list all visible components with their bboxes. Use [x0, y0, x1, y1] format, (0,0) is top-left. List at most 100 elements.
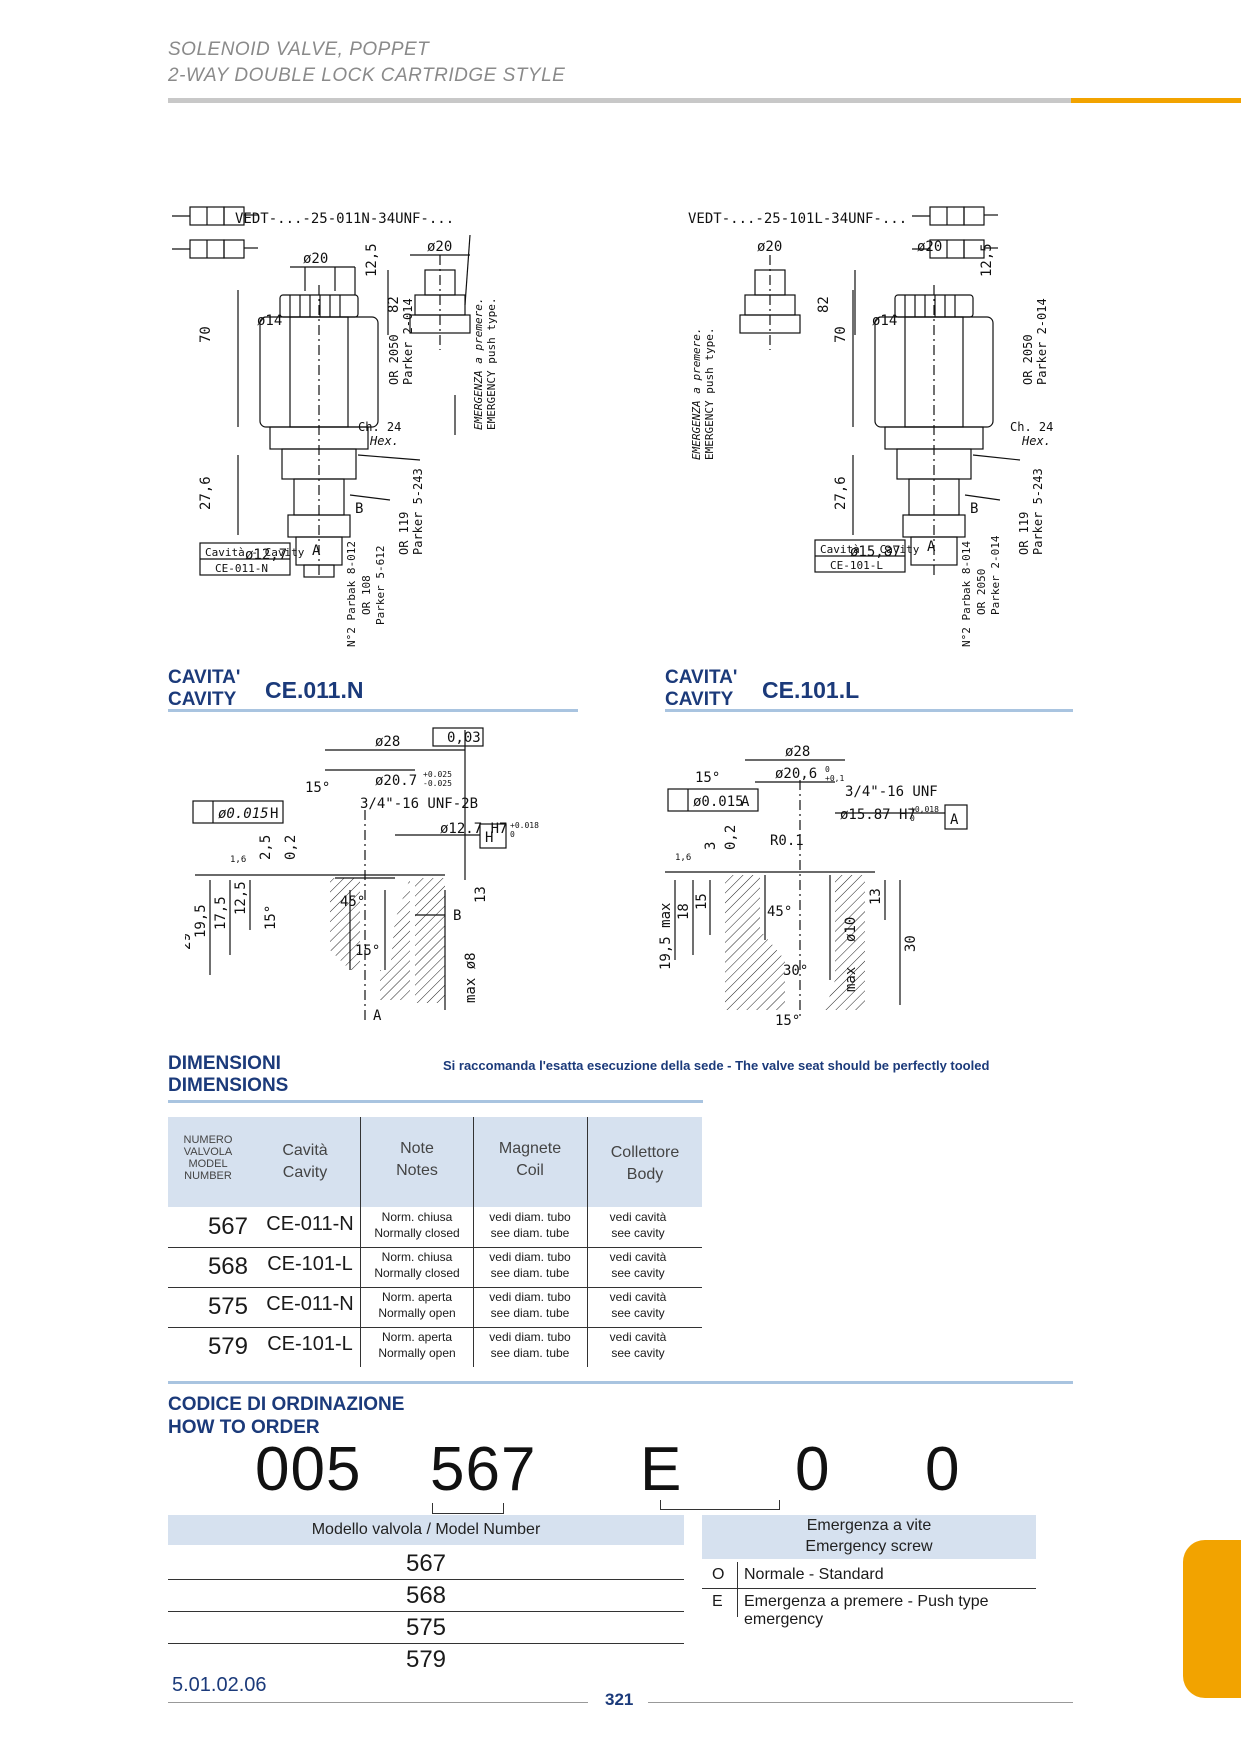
cav-left-ref-h: H [270, 806, 278, 822]
cavity-left-label2: CAVITY [168, 689, 237, 710]
emergency-right: EMERGENCY push type. [703, 328, 716, 460]
header-model-l2: VALVOLA [183, 1146, 233, 1158]
dim-12-5-right: 12,5 [979, 243, 995, 277]
row-cavity: CE-011-N [266, 1213, 354, 1235]
cavity-code-right: CE-101-L [830, 559, 883, 572]
cav-right-ang45: 45° [767, 904, 792, 920]
cav-left-r1-6: 1,6 [230, 855, 246, 865]
header-cavity: Cavità Cavity [255, 1140, 355, 1184]
header-body-l1: Collettore [610, 1144, 680, 1161]
row-model: 568 [207, 1253, 248, 1280]
page-number: 321 [605, 1690, 634, 1709]
row-body1: vedi cavità [609, 1290, 667, 1304]
table-row: 567 CE-011-N Norm. chiusa Normally close… [168, 1207, 702, 1248]
row-body1: vedi cavità [609, 1330, 667, 1344]
emergency-option-desc: Emergenza a premere - Push type emergenc… [744, 1593, 989, 1628]
cav-left-h17-5: 17,5 [213, 896, 229, 930]
dimensions-header-band [168, 1117, 702, 1207]
cavity-right-code: CE.101.L [762, 677, 860, 703]
header-model-l4: NUMBER [184, 1170, 232, 1182]
cav-right-ref-a2: A [950, 812, 959, 828]
header-title-line2: 2-WAY DOUBLE LOCK CARTRIDGE STYLE [168, 65, 566, 86]
cav-right-d20-6: ø20,6 [775, 766, 817, 782]
cav-right-h30: 30 [903, 935, 919, 952]
cav-right-h13: 13 [868, 888, 884, 905]
emergency-option-desc: Normale - Standard [744, 1566, 884, 1583]
parker5243-left: Parker 5-243 [411, 468, 425, 555]
dim-d20-emerg-right: ø20 [757, 239, 782, 255]
dim-70-left: 70 [198, 326, 214, 343]
row-body: vedi cavità see cavity [588, 1289, 688, 1321]
cav-left-port-b: B [453, 908, 461, 924]
header-notes-l1: Note [400, 1140, 434, 1157]
cav-right-d15-87: ø15.87 H7 [840, 807, 916, 823]
header-model: NUMERO VALVOLA MODEL NUMBER [168, 1134, 248, 1182]
emergency-sep [737, 1562, 738, 1588]
row-note1: Norm. aperta [381, 1330, 453, 1344]
cav-left-conc: ø0.015 [218, 806, 269, 822]
dim-27-6-right: 27,6 [833, 476, 849, 510]
row-note1: Norm. chiusa [381, 1250, 453, 1264]
cav-left-thread: 3/4"-16 UNF-2B [360, 796, 478, 812]
cav-left-d12-7: ø12.7 H7 [440, 821, 507, 837]
order-code-part5: 0 [925, 1435, 961, 1504]
side-tab[interactable] [1183, 1540, 1241, 1698]
dimensions-rows: 567 CE-011-N Norm. chiusa Normally close… [168, 1207, 702, 1367]
cavity-code-left: CE-011-N [215, 562, 268, 575]
dimensions-rule [168, 1100, 703, 1103]
cav-left-tol1: +0.025 [423, 770, 452, 779]
row-coil1: vedi diam. tubo [489, 1330, 571, 1344]
row-notes: Norm. chiusa Normally closed [362, 1249, 472, 1281]
emergency-option: O Normale - Standard [702, 1562, 1036, 1589]
header-coil: Magnete Coil [475, 1138, 585, 1182]
or119-left: OR 119 [397, 512, 411, 555]
cav-left-h0-2: 0,2 [283, 835, 299, 860]
row-body: vedi cavità see cavity [588, 1329, 688, 1361]
header-body: Collettore Body [590, 1142, 700, 1186]
cav-left-ang15b: 15° [263, 905, 279, 930]
emergency-header-l1: Emergenza a vite [806, 1517, 932, 1534]
row-body: vedi cavità see cavity [588, 1209, 688, 1241]
cav-left-ang15c: 15° [355, 943, 380, 959]
order-code-part1: 005 [255, 1435, 362, 1504]
order-code-part4: 0 [795, 1435, 831, 1504]
cav-left-max8: max ø8 [463, 952, 479, 1003]
port-a-right: A [927, 539, 936, 555]
or108-left: OR 108 [360, 575, 373, 615]
cav-left-h12-5: 12,5 [233, 881, 249, 915]
dimensions-note: Si raccomanda l'esatta esecuzione della … [443, 1058, 990, 1073]
emergency-option-code: E [712, 1593, 723, 1610]
code-left: VEDT-...-25-011N-34UNF-... [235, 211, 454, 227]
code-right: VEDT-...-25-101L-34UNF-... [688, 211, 907, 227]
row-note1: Norm. aperta [381, 1290, 453, 1304]
header-coil-l2: Coil [516, 1162, 544, 1179]
cav-right-tol4: 0 [910, 814, 915, 823]
cavity-label-right: Cavità - Cavity [820, 543, 920, 556]
valve-symbol-right-2 [912, 239, 998, 259]
cav-left-d20-7: ø20.7 [375, 773, 417, 789]
row-note2: Normally open [378, 1346, 456, 1360]
cav-right-conc: ø0.015 [693, 794, 744, 810]
col-sep-3 [587, 1117, 588, 1367]
cav-right-ang30: 30° [783, 963, 808, 979]
row-note2: Normally closed [374, 1226, 460, 1240]
hex-right: Hex. [1021, 434, 1051, 448]
header-title-line1: SOLENOID VALVE, POPPET [168, 39, 430, 60]
emergency-left: EMERGENCY push type. [485, 298, 498, 430]
table-row: 568 CE-101-L Norm. chiusa Normally close… [168, 1247, 702, 1288]
cav-right-ang15: 15° [695, 770, 720, 786]
parker5243-right: Parker 5-243 [1031, 468, 1045, 555]
col-sep-2 [473, 1117, 474, 1367]
emergency-option-code: O [712, 1566, 725, 1583]
row-coil: vedi diam. tubo see diam. tube [475, 1329, 585, 1361]
row-coil2: see diam. tube [490, 1266, 570, 1280]
row-cavity: CE-101-L [267, 1333, 353, 1355]
row-body2: see cavity [611, 1346, 665, 1360]
row-cavity: CE-011-N [266, 1293, 354, 1315]
valve-drawings: VEDT-...-25-011N-34UNF-... ø20 ø20 12,5 … [172, 206, 1053, 647]
header-rule-accent [1071, 98, 1241, 103]
row-note2: Normally closed [374, 1266, 460, 1280]
cav-left-ang15: 15° [305, 780, 330, 796]
emergency-header-l2: Emergency screw [805, 1538, 933, 1555]
table-row: 575 CE-011-N Norm. aperta Normally open … [168, 1287, 702, 1328]
